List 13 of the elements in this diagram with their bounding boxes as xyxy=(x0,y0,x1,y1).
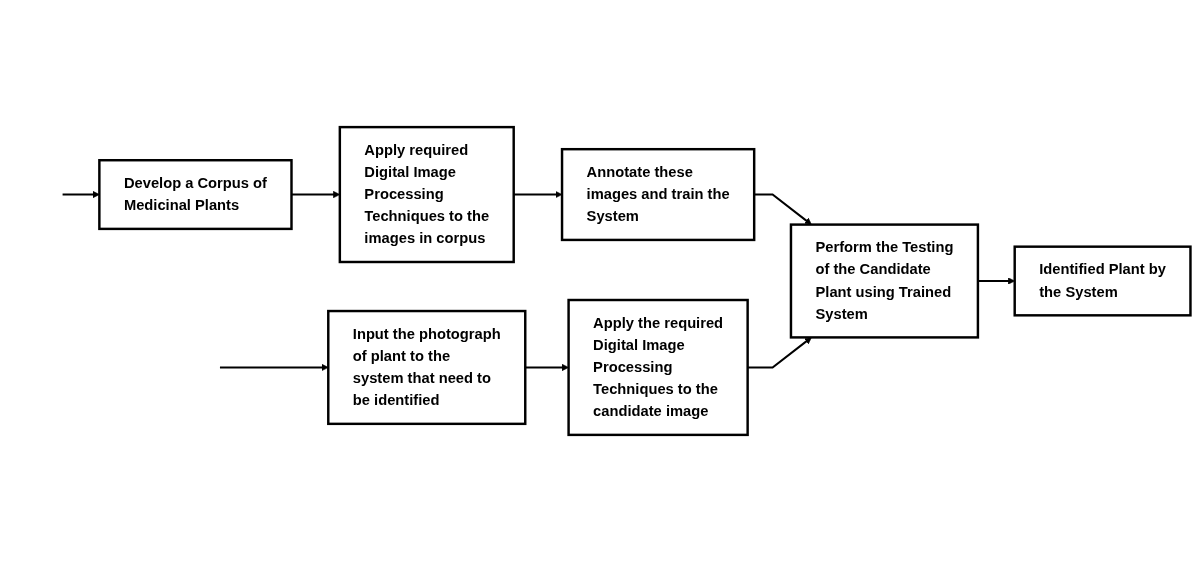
arrow xyxy=(219,363,329,372)
arrow xyxy=(513,190,563,199)
node-box: Input the photograph of plant to the system that need to be identified xyxy=(327,309,527,426)
node-box: Identified Plant by the System xyxy=(1013,245,1192,317)
node-box: Apply the required Digital Image Processing Techniques to the candidate image xyxy=(567,298,749,437)
arrow xyxy=(62,190,100,199)
node-box: Annotate these images and train the System xyxy=(560,147,756,242)
arrow xyxy=(754,193,812,225)
node-box: Apply required Digital Image Processing Techniques to the images in corpus xyxy=(338,125,515,264)
arrow xyxy=(525,363,569,372)
arrow xyxy=(747,337,812,369)
node-box: Perform the Testing of the Candidate Plant using Trained System xyxy=(789,223,980,339)
node-box: Develop a Corpus of Medicinal Plants xyxy=(98,159,293,231)
